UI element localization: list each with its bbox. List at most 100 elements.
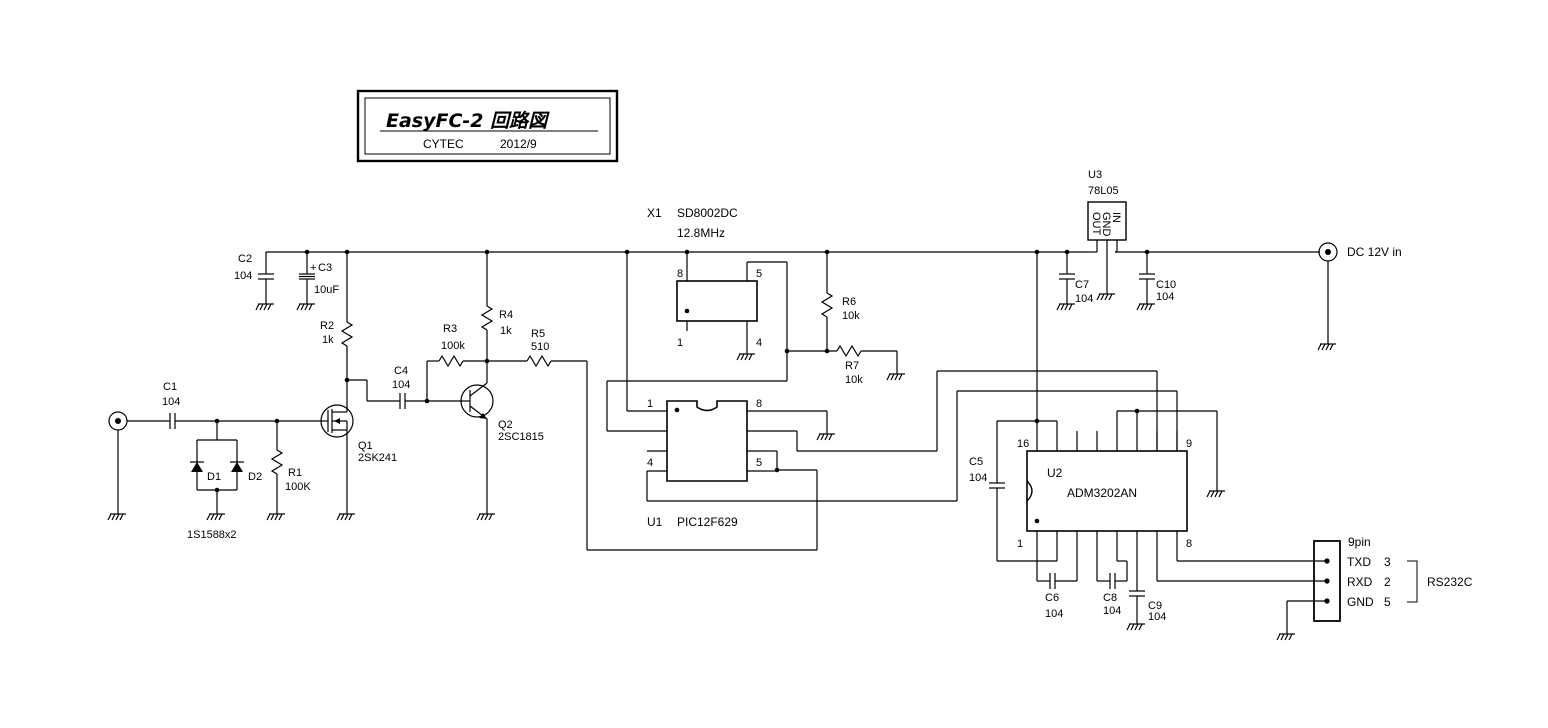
capacitor-c4: C4 104 (347, 365, 462, 409)
oscillator-x1: 8 5 1 4 X1 SD8002DC 12.8MHz (647, 206, 788, 361)
title-text: EasyFC-2 回路図 (386, 110, 550, 132)
r6-ref: R6 (842, 296, 856, 308)
u1-wiring (606, 252, 1178, 502)
d1-ref: D1 (207, 471, 221, 483)
x1-part: SD8002DC (677, 206, 738, 220)
dc-in-label: DC 12V in (1347, 245, 1402, 259)
r2-ref: R2 (320, 320, 334, 332)
r6-value: 10k (842, 310, 860, 322)
resistor-r7: R7 10k (836, 344, 905, 386)
r4-ref: R4 (499, 309, 513, 321)
x1-ref: X1 (647, 206, 662, 220)
c10-value: 104 (1156, 291, 1174, 303)
c6-value: 104 (1045, 608, 1063, 620)
resistor-r3: R3 100k (426, 323, 487, 401)
c9-ref: C9 (1148, 600, 1162, 612)
r3-ref: R3 (443, 323, 457, 335)
c4-value: 104 (392, 379, 410, 391)
r5-value: 510 (531, 341, 549, 353)
transistor-q2: Q2 2SC1815 (460, 382, 544, 521)
u1-pin-4: 4 (647, 457, 653, 469)
u3-ref: U3 (1088, 169, 1102, 181)
input-jack (107, 411, 170, 521)
serial-txd-pin: 3 (1384, 555, 1391, 569)
x1-pin-8: 8 (677, 268, 683, 280)
resistor-r2: R2 1k (320, 252, 354, 383)
transistor-q1: Q1 2SK241 (320, 380, 397, 521)
regulator-u3: OUT GND IN U3 78L05 (1087, 169, 1127, 301)
ic-u1: 1 8 4 5 U1 PIC12F629 (647, 398, 767, 529)
u1-ref: U1 (647, 515, 663, 529)
q2-ref: Q2 (498, 419, 513, 431)
ic-u2: 16 9 1 8 U2 ADM3202AN (1017, 431, 1192, 551)
rs232c-label: RS232C (1427, 575, 1473, 589)
svg-text:+: + (310, 262, 316, 274)
c2-value: 104 (234, 270, 252, 282)
c1-value: 104 (162, 396, 180, 408)
d2-ref: D2 (248, 471, 262, 483)
capacitor-c2: C2 104 (234, 252, 274, 311)
c10-ref: C10 (1156, 279, 1176, 291)
serial-gnd-pin: 5 (1384, 595, 1391, 609)
r7-value: 10k (845, 374, 863, 386)
serial-rxd: RXD (1347, 575, 1373, 589)
serial-rxd-pin: 2 (1384, 575, 1391, 589)
c5-value: 104 (969, 472, 987, 484)
capacitor-c3: + C3 10uF (296, 252, 339, 311)
u2-pin-16: 16 (1017, 438, 1029, 450)
u1-pin-8: 8 (756, 398, 762, 410)
x1-freq: 12.8MHz (677, 226, 725, 240)
r4-value: 1k (500, 325, 512, 337)
c7-value: 104 (1075, 293, 1093, 305)
r5-ref: R5 (531, 328, 545, 340)
u3-part: 78L05 (1088, 185, 1119, 197)
u1-part: PIC12F629 (677, 515, 738, 529)
r3-value: 100k (441, 340, 465, 352)
resistor-r6: R6 10k (784, 252, 860, 354)
diodes-part: 1S1588x2 (187, 529, 237, 541)
u2-pin-1: 1 (1017, 538, 1023, 550)
u3-pin-gnd: GND (1100, 212, 1112, 237)
serial-txd: TXD (1347, 555, 1371, 569)
q1-ref: Q1 (358, 440, 373, 452)
u2-pin-8: 8 (1186, 538, 1192, 550)
title-block: EasyFC-2 回路図 CYTEC 2012/9 (356, 89, 619, 163)
c5-ref: C5 (969, 456, 983, 468)
u2-ref: U2 (1047, 466, 1063, 480)
power-rail (266, 249, 1320, 255)
x1-pin-1: 1 (677, 337, 683, 349)
c1-ref: C1 (163, 381, 177, 393)
resistor-r1: R1 100K (266, 421, 311, 521)
resistor-r5: R5 510 (487, 328, 818, 551)
title-date: 2012/9 (500, 137, 537, 151)
serial-connector: 9pin TXD 3 RXD 2 GND 5 RS232C (1276, 535, 1473, 641)
dc-input-jack: DC 12V in (1317, 242, 1402, 351)
u3-pin-out: OUT (1090, 212, 1102, 236)
serial-title: 9pin (1348, 535, 1371, 549)
r1-value: 100K (285, 481, 311, 493)
diodes-d1-d2: D1 D2 1S1588x2 (187, 421, 262, 541)
resistor-r4: R4 1k (480, 252, 513, 383)
c2-ref: C2 (238, 253, 252, 265)
u3-pin-in: IN (1110, 212, 1122, 223)
capacitor-c7: C7 104 (1056, 252, 1093, 311)
c9-value: 104 (1148, 611, 1166, 623)
c7-ref: C7 (1075, 279, 1089, 291)
capacitor-c10: C10 104 (1136, 252, 1176, 311)
r1-ref: R1 (288, 467, 302, 479)
c6-ref: C6 (1045, 592, 1059, 604)
x1-pin-5: 5 (756, 268, 762, 280)
c3-value: 10uF (314, 284, 339, 296)
capacitor-c1: C1 104 (162, 381, 320, 429)
u1-pin-5: 5 (756, 457, 762, 469)
c3-ref: C3 (318, 262, 332, 274)
x1-pin-4: 4 (756, 337, 762, 349)
u2-pin-9: 9 (1186, 438, 1192, 450)
r7-ref: R7 (845, 360, 859, 372)
q1-part: 2SK241 (358, 452, 397, 464)
title-company: CYTEC (423, 137, 464, 151)
r2-value: 1k (322, 334, 334, 346)
capacitor-labels-u2: C5 104 C6 104 C8 104 C9 104 (969, 456, 1166, 623)
